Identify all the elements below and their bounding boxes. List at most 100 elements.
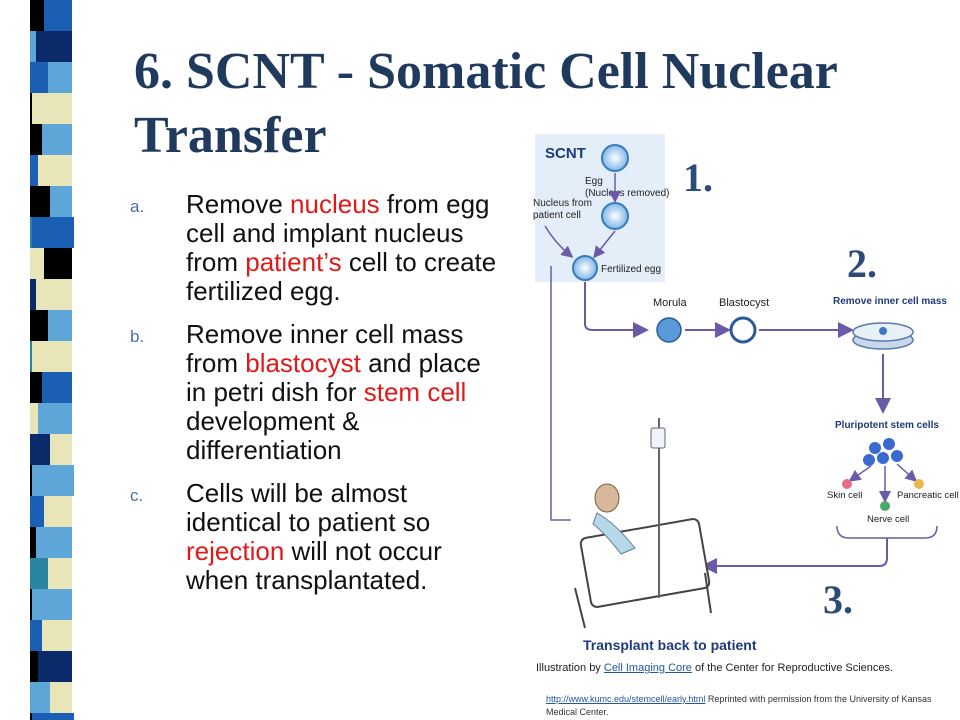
scnt-diagram: SCNT Egg (Nucleus removed) Nucleus from … — [505, 128, 960, 720]
stripe — [32, 93, 72, 124]
enucleated-egg — [601, 202, 629, 230]
source-url[interactable]: http://www.kumc.edu/stemcell/early.html — [546, 694, 706, 704]
stem-cell — [883, 438, 895, 450]
bed-icon — [579, 518, 711, 608]
stripe — [38, 403, 72, 434]
stripe — [38, 651, 72, 682]
stripe — [44, 496, 72, 527]
skin-cell-icon — [842, 479, 852, 489]
nucleus-arrow — [544, 225, 574, 258]
pancreatic-label: Pancreatic cell — [897, 490, 959, 501]
stripe — [48, 62, 72, 93]
blastocyst-icon — [729, 316, 757, 344]
bullet-item: a. Remove nucleus from egg cell and impla… — [130, 190, 505, 306]
patient-body — [592, 512, 636, 555]
credit-suffix: of the Center for Reproductive Sciences. — [691, 662, 894, 674]
bullet-segment: Remove — [186, 189, 291, 219]
nucleus-label-2: patient cell — [533, 210, 581, 221]
step-number-3: 3. — [823, 577, 853, 622]
bullet-marker: b. — [130, 327, 145, 346]
skin-label: Skin cell — [827, 490, 862, 501]
decorative-stripe-bar — [0, 0, 88, 720]
pancreatic-cell-icon — [914, 479, 924, 489]
iv-bag — [650, 427, 666, 449]
step-number-1: 1. — [683, 155, 713, 200]
bullet-item: b. Remove inner cell mass from blastocyst… — [130, 320, 505, 465]
remove-icm-label: Remove inner cell mass — [833, 296, 947, 307]
stripe — [36, 279, 72, 310]
fertilized-label: Fertilized egg — [601, 264, 661, 275]
bullet-text: Cells will be almost identical to patien… — [186, 479, 505, 595]
return-arrow — [701, 538, 888, 574]
stem-cell — [877, 452, 889, 464]
transplant-label: Transplant back to patient — [583, 637, 757, 653]
blastocyst-label: Blastocyst — [719, 297, 769, 309]
highlighted-term: patient’s — [245, 247, 342, 277]
bullet-list: a. Remove nucleus from egg cell and impla… — [130, 190, 505, 609]
pluripotent-label: Pluripotent stem cells — [835, 420, 939, 431]
stripe — [50, 682, 72, 713]
to-skin-arrow — [848, 465, 872, 482]
illustration-credit: Illustration by Cell Imaging Core of the… — [536, 662, 956, 674]
stripe — [48, 558, 72, 589]
scnt-diagram-svg: SCNT Egg (Nucleus removed) Nucleus from … — [533, 134, 959, 653]
stem-cell — [869, 442, 881, 454]
bullet-marker: c. — [130, 486, 144, 505]
nerve-cell-icon — [880, 501, 890, 511]
stripe — [32, 589, 72, 620]
to-pancreatic-arrow — [896, 463, 918, 482]
bullet-segment: development & differentiation — [186, 406, 360, 465]
stripe — [38, 155, 72, 186]
bed-legs — [574, 572, 712, 629]
to-morula-arrow — [584, 282, 649, 338]
source-citation: http://www.kumc.edu/stemcell/early.html … — [546, 693, 946, 719]
stripe — [32, 341, 72, 372]
credit-prefix: Illustration by — [536, 662, 604, 674]
stripe — [42, 372, 72, 403]
morula-icon — [656, 317, 682, 343]
morula-label: Morula — [653, 297, 688, 309]
highlighted-term: stem cell — [363, 377, 467, 407]
highlighted-term: nucleus — [290, 189, 380, 219]
bullet-segment: Remove inner cell mass from — [186, 319, 464, 378]
egg-sub-label: (Nucleus removed) — [585, 188, 669, 199]
fertilized-egg — [572, 255, 598, 281]
bullet-text: Remove nucleus from egg cell and implant… — [186, 190, 505, 306]
bullet-segment: and place in petri dish for — [186, 348, 481, 407]
egg-label: Egg — [585, 176, 603, 187]
stripe — [42, 124, 72, 155]
stem-cell — [863, 454, 875, 466]
highlighted-term: blastocyst — [245, 348, 361, 378]
bullet-segment: Cells will be almost identical to patien… — [186, 478, 431, 537]
inner-cell-mass — [879, 327, 887, 335]
stripe — [36, 527, 72, 558]
credit-link[interactable]: Cell Imaging Core — [603, 662, 692, 674]
bullet-item: c. Cells will be almost identical to pati… — [130, 479, 505, 595]
bullet-segment: from egg cell and implant nucleus from — [186, 189, 490, 277]
nucleus-label-1: Nucleus from — [533, 198, 592, 209]
stem-cell — [891, 450, 903, 462]
patient-head — [594, 483, 620, 513]
scnt-label: SCNT — [545, 145, 586, 162]
cell-bracket — [836, 525, 938, 539]
bullet-segment: will not occur when transplantated. — [186, 536, 442, 595]
egg-cell — [601, 144, 629, 172]
slide-title: 6. SCNT - Somatic Cell Nuclear Transfer — [134, 43, 837, 164]
bullet-segment: cell to create fertilized egg. — [186, 247, 497, 306]
source-text: Reprinted with permission from the Unive… — [546, 694, 932, 717]
egg-to-fertilized-arrow — [593, 230, 616, 259]
step-number-2: 2. — [847, 241, 877, 286]
bullet-marker: a. — [130, 197, 145, 216]
stripe — [32, 465, 74, 496]
stripe — [50, 186, 72, 217]
stripe — [44, 0, 72, 31]
stripe — [44, 248, 72, 279]
stripe — [32, 217, 74, 248]
stripe — [48, 310, 72, 341]
nerve-label: Nerve cell — [867, 514, 909, 525]
bullet-text: Remove inner cell mass from blastocyst a… — [186, 320, 505, 465]
highlighted-term: rejection — [186, 536, 285, 566]
loop-arrow — [550, 266, 571, 521]
stripe — [32, 713, 74, 720]
stripe — [42, 620, 72, 651]
